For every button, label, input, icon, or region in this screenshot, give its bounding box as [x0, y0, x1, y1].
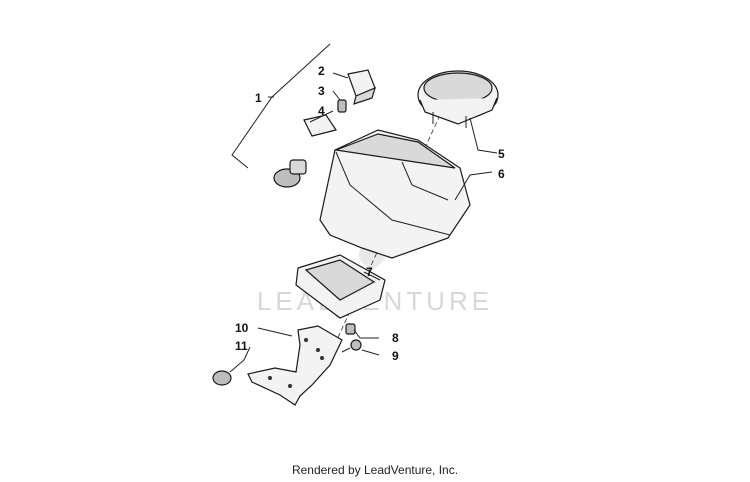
part-5-gauge	[417, 70, 499, 128]
callout-8: 8	[392, 331, 399, 345]
callout-3: 3	[318, 84, 325, 98]
part-6-housing	[319, 129, 471, 259]
part-7-bezel	[295, 254, 386, 319]
callout-6: 6	[498, 167, 505, 181]
callout-10: 10	[235, 321, 249, 335]
part-11-clip	[212, 370, 232, 386]
part-9-screw	[341, 339, 362, 353]
callout-4: 4	[318, 104, 325, 118]
callout-9: 9	[392, 349, 399, 363]
part-2-switch	[347, 69, 376, 105]
callout-5: 5	[498, 147, 505, 161]
part-4-cover	[303, 114, 337, 137]
callout-7: 7	[366, 265, 373, 279]
part-3-key	[337, 99, 347, 113]
part-1-knob	[273, 159, 307, 188]
footer-credit: Rendered by LeadVenture, Inc.	[291, 463, 459, 477]
callout-11: 11	[235, 339, 248, 353]
callout-2: 2	[318, 64, 325, 78]
part-8-grommet	[345, 323, 356, 335]
part-10-bracket	[247, 325, 343, 406]
callout-1: 1	[255, 91, 262, 105]
